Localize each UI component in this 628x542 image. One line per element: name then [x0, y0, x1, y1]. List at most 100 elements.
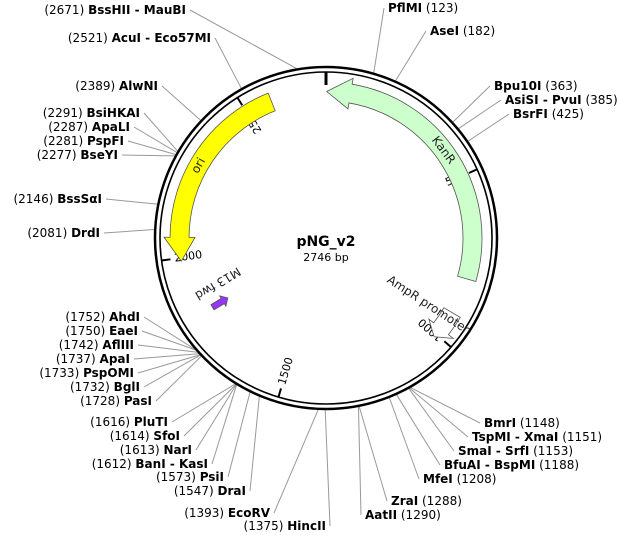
site-leader-drdi — [103, 229, 155, 234]
site-leader-bfuai-bspmi — [396, 394, 441, 466]
site-number: (1752) — [65, 310, 109, 324]
site-label: TspMI - XmaI (1151) — [472, 430, 602, 444]
site-hincii: (1375) HincII — [244, 519, 326, 533]
site-leader-bsrfi — [467, 113, 510, 142]
site-afliii: (1742) AflIII — [59, 338, 134, 352]
backbone-outer-ring — [153, 65, 499, 411]
site-leader-nari — [195, 384, 237, 451]
site-leader-apali — [133, 126, 178, 153]
site-name: BsrFI — [513, 107, 548, 121]
site-number: (2521) — [68, 31, 112, 45]
site-label: (2287) ApaLI — [48, 120, 130, 134]
feature-label: M13 fwd — [192, 264, 243, 302]
site-drai: (1547) DraI — [174, 484, 246, 498]
site-leader-bpu10i — [452, 85, 491, 123]
site-label: (1737) ApaI — [56, 352, 130, 366]
site-leader-bseyi — [121, 154, 175, 157]
site-pflmi: PflMI (123) — [388, 1, 458, 15]
site-number: (1612) — [92, 457, 136, 471]
site-leader-apai — [133, 353, 199, 360]
site-label: (1612) BanI - KasI — [92, 457, 208, 471]
backbone — [153, 65, 499, 411]
site-number: (1290) — [397, 508, 441, 522]
site-name: PspFI — [87, 134, 124, 148]
site-pspfi: (2281) PspFI — [43, 134, 124, 148]
site-name: TspMI - XmaI — [472, 430, 558, 444]
site-leader-bmri — [410, 387, 481, 424]
site-number: (2281) — [43, 134, 87, 148]
site-name: AhdI — [109, 310, 140, 324]
site-leader-sfoi — [183, 384, 237, 437]
site-leader-mfei — [388, 397, 420, 480]
site-name: PasI — [124, 394, 152, 408]
site-number: (2146) — [13, 192, 57, 206]
site-label: (1733) PspOMI — [39, 366, 134, 380]
site-label: (2521) AcuI - Eco57MI — [68, 31, 211, 45]
site-leaders — [103, 7, 510, 527]
site-leader-asei — [395, 30, 427, 81]
site-asisi-pvui: AsiSI - PvuI (385) — [505, 93, 618, 107]
site-alwni: (2389) AlwNI — [75, 79, 158, 93]
site-label: (1375) HincII — [244, 519, 326, 533]
site-name: BglI — [114, 380, 140, 394]
site-label: BmrI (1148) — [484, 416, 560, 430]
site-label: (2277) BseYI — [37, 148, 118, 162]
site-number: (363) — [541, 79, 577, 93]
site-label: (1393) EcoRV — [184, 506, 271, 520]
site-label: (2671) BssHII - MauBI — [44, 3, 186, 17]
tick-mark — [236, 97, 244, 106]
site-leader-smai-srfi — [408, 388, 455, 452]
site-bani-kasi: (1612) BanI - KasI — [92, 457, 208, 471]
site-leader-eaei — [141, 330, 196, 351]
site-label: AatII (1290) — [365, 508, 441, 522]
site-name: DraI — [218, 484, 246, 498]
site-bsrfi: BsrFI (425) — [513, 107, 584, 121]
site-label: (1573) PsiI — [156, 470, 224, 484]
site-bmri: BmrI (1148) — [484, 416, 560, 430]
site-number: (1732) — [70, 380, 114, 394]
site-label: SmaI - SrfI (1153) — [458, 444, 573, 458]
site-bgli: (1732) BglI — [70, 380, 140, 394]
site-number: (1375) — [244, 519, 288, 533]
site-ecorv: (1393) EcoRV — [184, 506, 271, 520]
feature-kanr: KanR — [325, 77, 483, 282]
plasmid-name: pNG_v2 — [296, 234, 355, 250]
site-leader-asisi-pvui — [458, 99, 502, 129]
site-bsihkai: (2291) BsiHKAI — [43, 106, 140, 120]
site-nari: (1613) NarI — [120, 443, 192, 457]
site-name: SfoI — [153, 429, 180, 443]
site-leader-alwni — [161, 85, 201, 121]
site-name: HincII — [287, 519, 326, 533]
site-apali: (2287) ApaLI — [48, 120, 130, 134]
tick-mark — [443, 340, 452, 348]
site-leader-pspomi — [137, 354, 200, 374]
site-label: MfeI (1208) — [423, 472, 496, 486]
site-number: (2287) — [48, 120, 92, 134]
site-number: (1742) — [59, 338, 103, 352]
site-name: DrdI — [71, 226, 100, 240]
site-leader-aatii — [357, 406, 362, 516]
site-leader-psii — [227, 392, 251, 478]
site-leader-pspfi — [127, 140, 176, 155]
site-name: BmrI — [484, 416, 516, 430]
site-number: (1208) — [453, 472, 497, 486]
site-name: AcuI - Eco57MI — [112, 31, 211, 45]
site-name: EaeI — [109, 324, 138, 338]
site-label: AsiSI - PvuI (385) — [505, 93, 618, 107]
tick-1500: 1500 — [275, 356, 296, 398]
site-pspomi: (1733) PspOMI — [39, 366, 134, 380]
site-bseyi: (2277) BseYI — [37, 148, 118, 162]
site-name: SmaI - SrfI — [458, 444, 529, 458]
site-label: PflMI (123) — [388, 1, 458, 15]
site-label: ZraI (1288) — [391, 494, 462, 508]
site-number: (1737) — [56, 352, 100, 366]
site-name: NarI — [163, 443, 192, 457]
site-number: (1188) — [535, 458, 579, 472]
site-name: BssSαI — [57, 192, 102, 206]
site-bsss-i: (2146) BssSαI — [13, 192, 102, 206]
feature-label: ori — [188, 155, 208, 175]
site-sfoi: (1614) SfoI — [110, 429, 180, 443]
site-label: (1547) DraI — [174, 484, 246, 498]
site-label: BsrFI (425) — [513, 107, 584, 121]
